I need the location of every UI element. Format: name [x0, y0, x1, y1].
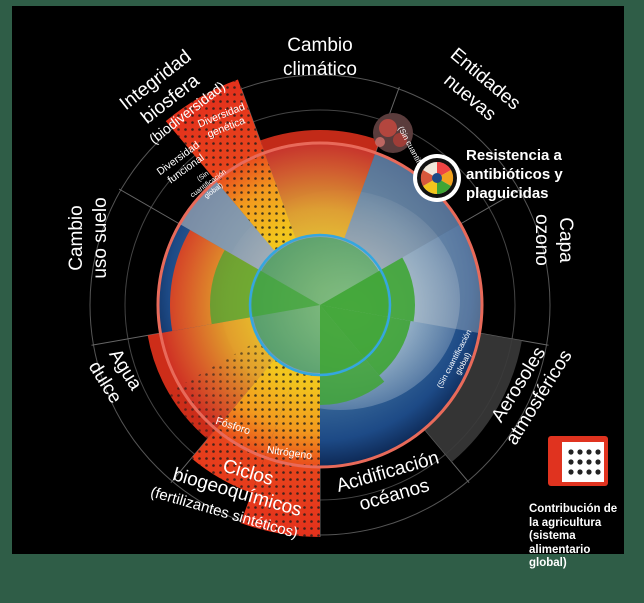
novel-entities-image — [373, 113, 413, 153]
bottom-band — [0, 554, 644, 603]
sector-divider-line — [118, 188, 180, 225]
safe-space-core — [252, 237, 388, 373]
icon-dot — [586, 459, 592, 465]
icon-dot — [595, 449, 601, 455]
freshwater-dots — [168, 340, 276, 440]
icon-dot — [568, 459, 574, 465]
ozone-label-1: Capa — [555, 217, 576, 263]
novel-entities-wedge — [343, 152, 461, 270]
icon-dot — [595, 459, 601, 465]
landuse-label-2: uso suelo — [90, 197, 111, 278]
legend-text: Contribución de la agricultura (sistema … — [529, 503, 644, 571]
sector-divider-line — [460, 188, 522, 225]
icon-dot — [577, 469, 583, 475]
legend-line-3: (sistema — [529, 530, 576, 542]
legend-line-1: Contribución de — [529, 503, 618, 515]
icon-dot — [568, 449, 574, 455]
climate-wedge — [260, 130, 380, 240]
aerosols-outer-wedge — [424, 333, 522, 463]
icon-dot — [586, 449, 592, 455]
resistance-icon — [413, 154, 461, 202]
agriculture-grid-icon — [548, 436, 608, 486]
resistance-label-2: antibióticos y — [466, 166, 563, 183]
resistance-label-1: Resistencia a — [466, 147, 562, 164]
legend-line-2: la agricultura — [529, 516, 602, 529]
resistance-label-3: plaguicidas — [466, 185, 549, 202]
climate-label-1: Cambio — [287, 35, 352, 56]
inner-safe-ring — [248, 233, 392, 377]
climate-label-2: climático — [283, 59, 357, 80]
resistance-label: Resistencia a antibióticos y plaguicidas — [466, 146, 563, 203]
boundary-ring — [156, 141, 484, 469]
functional-diversity-wedge — [179, 180, 276, 270]
icon-dot — [586, 469, 592, 475]
landuse-label-1: Cambio — [66, 205, 87, 270]
icon-dot — [595, 469, 601, 475]
icon-dot — [577, 459, 583, 465]
phosphorus-dots — [191, 358, 297, 493]
legend-line-5: global) — [529, 557, 567, 569]
genetic-dots — [165, 79, 297, 252]
legend-line-4: alimentario — [529, 543, 591, 556]
ozone-label-2: ozono — [531, 214, 552, 266]
nitrogen-dots — [240, 370, 320, 537]
icon-dot — [577, 449, 583, 455]
icon-dot — [568, 469, 574, 475]
